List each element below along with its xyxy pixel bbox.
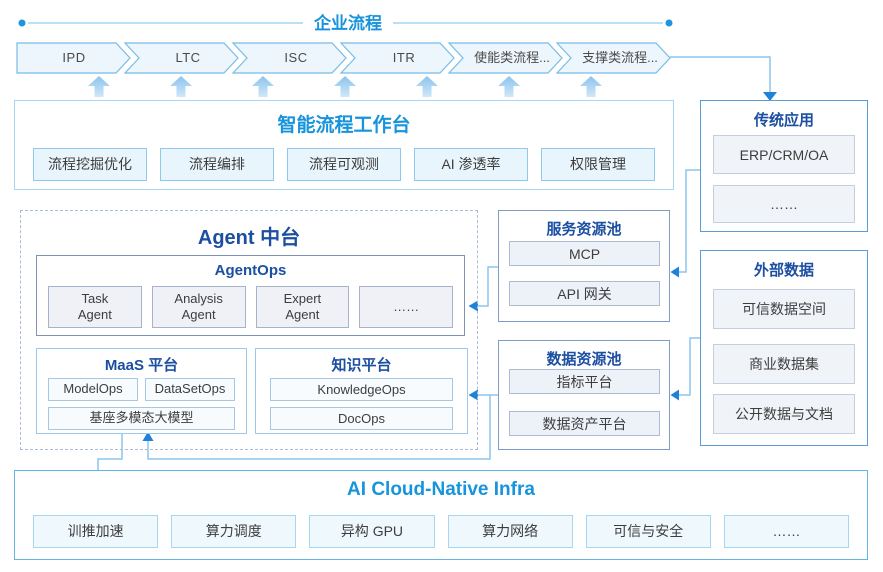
chevron-label-ipd: IPD xyxy=(62,50,85,65)
workbench-item-ai-penetration: AI 渗透率 xyxy=(414,148,528,181)
workbench-panel: 智能流程工作台 流程挖掘优化 流程编排 流程可观测 AI 渗透率 权限管理 xyxy=(14,100,674,190)
chevron-label-itr: ITR xyxy=(393,50,415,65)
external-data-panel: 外部数据 可信数据空间 商业数据集 公开数据与文档 xyxy=(700,250,868,446)
legacy-apps-title: 传统应用 xyxy=(753,112,814,129)
infra-panel: AI Cloud-Native Infra 训推加速 算力调度 异构 GPU 算… xyxy=(14,470,868,560)
agentops-title: AgentOps xyxy=(214,262,287,279)
arrow-into-data-pool xyxy=(670,389,679,401)
workbench-item-permissions: 权限管理 xyxy=(541,148,655,181)
data-pool-item-metrics-platform: 指标平台 xyxy=(509,369,660,394)
infra-item-heterogeneous-gpu: 异构 GPU xyxy=(309,515,435,548)
arrow-into-service-pool xyxy=(670,266,679,278)
data-pool-panel: 数据资源池 指标平台 数据资产平台 xyxy=(498,340,670,450)
maas-item-datasetops: DataSetOps xyxy=(145,378,235,401)
service-pool-title: 服务资源池 xyxy=(546,221,622,238)
infra-title: AI Cloud-Native Infra xyxy=(347,479,535,500)
banner-right-dot xyxy=(665,19,673,27)
chevron-enabling xyxy=(447,42,563,74)
data-pool-item-data-asset-platform: 数据资产平台 xyxy=(509,411,660,436)
chevron-isc xyxy=(231,42,347,74)
external-item-trusted-data-space: 可信数据空间 xyxy=(713,289,855,329)
agentops-panel: AgentOps Task Agent Analysis Agent Exper… xyxy=(36,255,465,336)
maas-row2: 基座多模态大模型 xyxy=(48,407,235,430)
workbench-item-observability: 流程可观测 xyxy=(287,148,401,181)
agent-platform-panel: Agent 中台 AgentOps Task Agent Analysis Ag… xyxy=(20,210,478,450)
maas-panel: MaaS 平台 ModelOps DataSetOps 基座多模态大模型 xyxy=(36,348,247,434)
maas-item-foundation-model: 基座多模态大模型 xyxy=(48,407,235,430)
line-legacy-to-service-pool xyxy=(679,169,700,273)
agentops-items: Task Agent Analysis Agent Expert Agent …… xyxy=(48,286,453,328)
maas-title: MaaS 平台 xyxy=(104,357,179,374)
banner-label: 企业流程 xyxy=(313,13,382,33)
agent-platform-title: Agent 中台 xyxy=(197,227,301,249)
workbench-title: 智能流程工作台 xyxy=(277,115,411,136)
chevron-label-isc: ISC xyxy=(284,50,307,65)
service-pool-panel: 服务资源池 MCP API 网关 xyxy=(498,210,670,322)
chevron-support xyxy=(555,42,671,74)
knowledge-panel: 知识平台 KnowledgeOps DocOps xyxy=(255,348,468,434)
maas-row1: ModelOps DataSetOps xyxy=(48,378,235,401)
knowledge-item-docops: DocOps xyxy=(270,407,453,430)
chevron-ipd xyxy=(16,42,131,74)
line-service-pool-to-agentops xyxy=(478,266,498,307)
agentops-item-more: …… xyxy=(359,286,453,328)
infra-item-trust-security: 可信与安全 xyxy=(585,515,711,548)
external-data-title: 外部数据 xyxy=(753,262,814,279)
external-item-public-data-docs: 公开数据与文档 xyxy=(713,394,855,434)
data-pool-title: 数据资源池 xyxy=(546,351,622,368)
chevron-ltc xyxy=(123,42,239,74)
infra-item-more: …… xyxy=(723,515,850,548)
agentops-item-analysis-agent: Analysis Agent xyxy=(151,286,246,328)
support-up-arrows xyxy=(88,76,602,97)
chevron-label-support: 支撑类流程... xyxy=(582,50,658,65)
legacy-item-more: …… xyxy=(713,185,855,223)
infra-item-compute-scheduling: 算力调度 xyxy=(171,515,297,548)
workbench-item-process-mining: 流程挖掘优化 xyxy=(33,148,147,181)
banner-left-dot xyxy=(18,19,26,27)
infra-item-train-infer-acceleration: 训推加速 xyxy=(33,515,159,548)
knowledge-title: 知识平台 xyxy=(331,357,392,374)
legacy-apps-panel: 传统应用 ERP/CRM/OA …… xyxy=(700,100,868,232)
infra-items: 训推加速 算力调度 异构 GPU 算力网络 可信与安全 …… xyxy=(33,515,850,548)
external-item-commercial-datasets: 商业数据集 xyxy=(713,344,855,384)
chevron-itr xyxy=(339,42,455,74)
agentops-item-task-agent: Task Agent xyxy=(48,286,142,328)
maas-item-modelops: ModelOps xyxy=(48,378,138,401)
workbench-item-orchestration: 流程编排 xyxy=(160,148,274,181)
infra-item-compute-network: 算力网络 xyxy=(447,515,573,548)
chevron-label-ltc: LTC xyxy=(175,50,200,65)
knowledge-item-knowledgeops: KnowledgeOps xyxy=(270,378,453,401)
line-external-to-data-pool xyxy=(679,337,700,396)
service-pool-item-mcp: MCP xyxy=(509,241,660,266)
chevron-label-enabling: 使能类流程... xyxy=(474,50,550,65)
legacy-item-erp-crm-oa: ERP/CRM/OA xyxy=(713,135,855,174)
line-process-to-legacy xyxy=(670,56,771,92)
service-pool-item-api-gateway: API 网关 xyxy=(509,281,660,306)
workbench-items: 流程挖掘优化 流程编排 流程可观测 AI 渗透率 权限管理 xyxy=(33,148,655,181)
agentops-item-expert-agent: Expert Agent xyxy=(255,286,350,328)
